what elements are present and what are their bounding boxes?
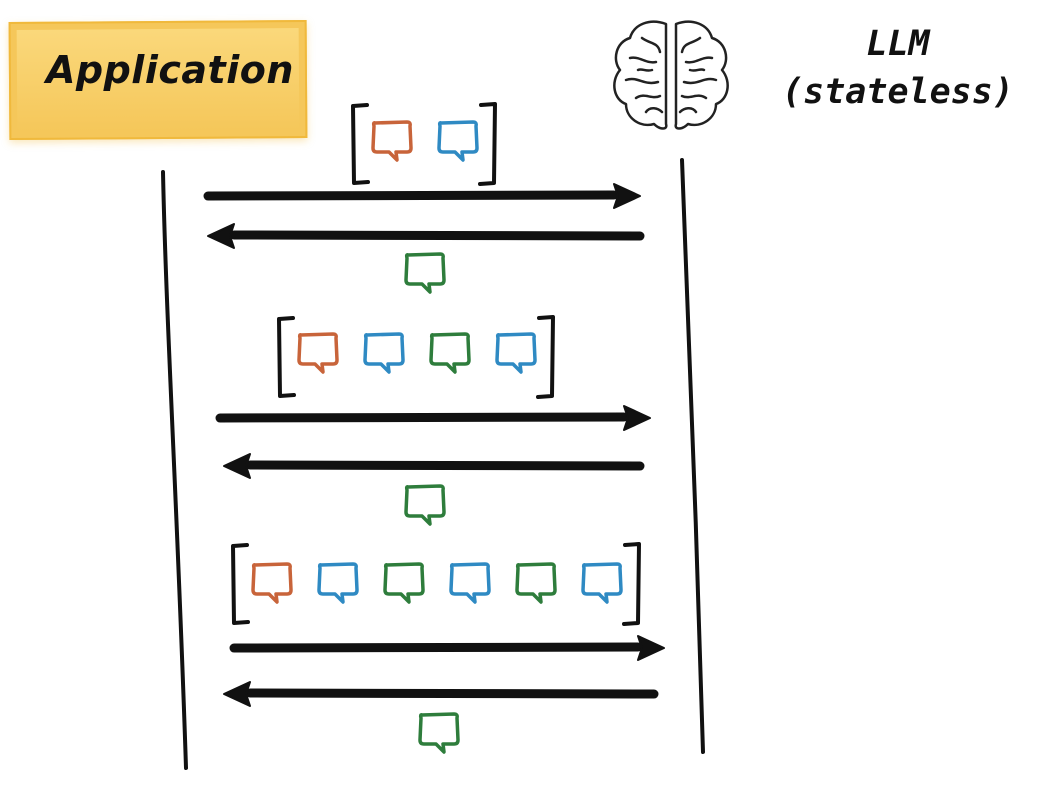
round-3	[223, 542, 665, 754]
message-bubble-model	[449, 562, 491, 604]
llm-title: LLM	[866, 24, 930, 64]
round-2	[215, 315, 651, 526]
message-bubble-model	[317, 562, 359, 604]
request-bracket-left	[231, 543, 250, 625]
response-bubble	[404, 252, 446, 294]
request-bracket-left	[351, 103, 370, 185]
message-bubble-response	[429, 332, 471, 374]
llm-lifeline	[680, 158, 705, 754]
llm-subtitle: (stateless)	[782, 72, 1014, 112]
message-bubble-user	[297, 332, 339, 374]
request-bracket-right	[622, 542, 641, 626]
request-bracket-left	[277, 316, 296, 398]
request-arrow	[215, 405, 651, 431]
message-bubble-model	[581, 562, 623, 604]
message-bubble-model	[437, 120, 479, 162]
request-bracket-right	[536, 315, 555, 399]
brain-icon	[613, 20, 729, 130]
round-1	[203, 102, 645, 294]
message-bubble-response	[383, 562, 425, 604]
message-bubble-model	[495, 332, 537, 374]
message-bubble-model	[363, 332, 405, 374]
message-bubble-response	[515, 562, 557, 604]
request-arrow	[203, 183, 641, 209]
llm-label: LLM (stateless)	[778, 20, 1018, 116]
response-arrow	[207, 223, 645, 249]
request-arrow	[229, 635, 665, 661]
request-bracket-right	[478, 102, 497, 186]
message-bubble-user	[371, 120, 413, 162]
response-bubble	[418, 712, 460, 754]
message-bubble-user	[251, 562, 293, 604]
application-lifeline	[161, 170, 188, 770]
response-arrow	[223, 453, 645, 479]
application-label: Application	[46, 48, 294, 92]
response-bubble	[404, 484, 446, 526]
request-response-rounds	[203, 102, 665, 754]
response-arrow	[223, 681, 659, 707]
